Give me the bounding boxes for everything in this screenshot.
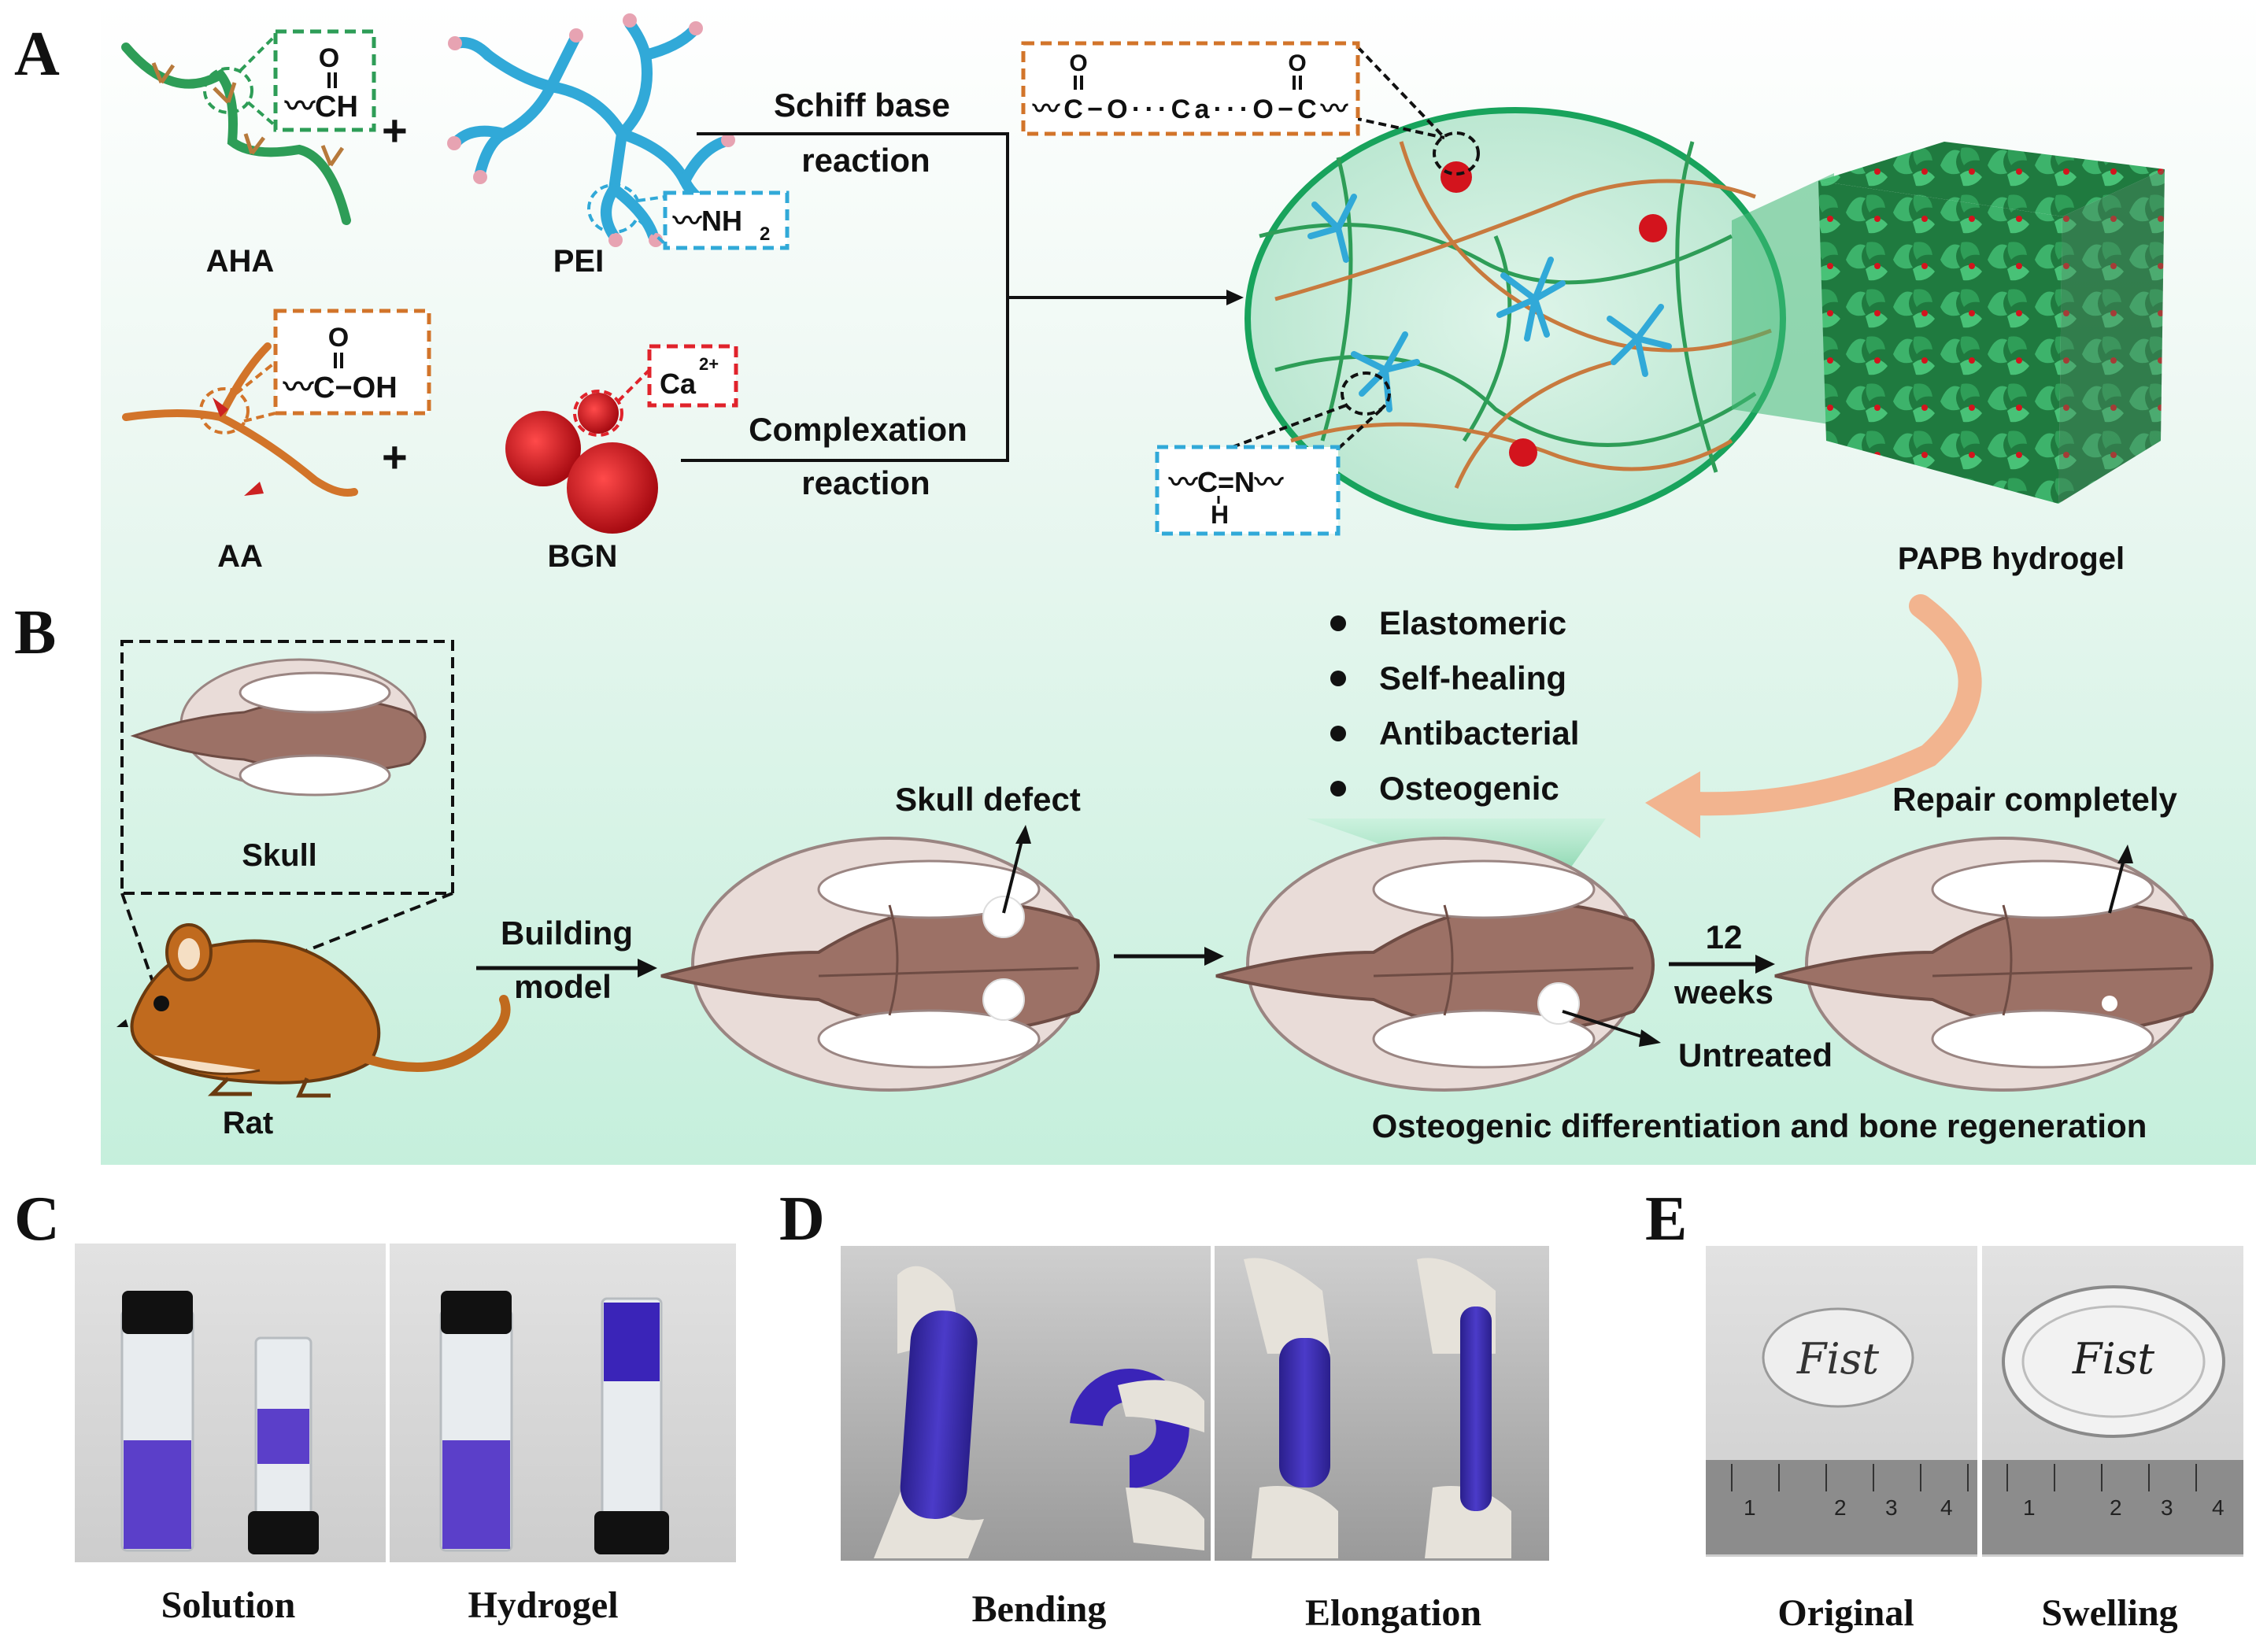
papb-hydrogel-cube bbox=[1818, 142, 2165, 504]
panel-d-letter: D bbox=[779, 1184, 825, 1254]
skull-inset bbox=[130, 658, 427, 796]
panel-c-letter: C bbox=[14, 1184, 60, 1254]
photo-hydrogel bbox=[390, 1244, 736, 1562]
ca-bridge-formula: 〰C−O···Ca···O−C〰 bbox=[1032, 94, 1348, 124]
property-elastomeric: Elastomeric bbox=[1379, 604, 1566, 641]
photo-elongation bbox=[1215, 1246, 1549, 1561]
skull-treated bbox=[1215, 837, 1655, 1092]
elongation-label: Elongation bbox=[1305, 1592, 1481, 1634]
property-self-healing: Self-healing bbox=[1379, 660, 1566, 697]
swelling-ruler-4: 4 bbox=[2212, 1495, 2225, 1520]
original-label: Original bbox=[1777, 1592, 1914, 1634]
swelling-written-word: Fist bbox=[2072, 1334, 2154, 1384]
bone-regeneration-caption: Osteogenic differentiation and bone rege… bbox=[1372, 1107, 2147, 1144]
papb-hydrogel-label: PAPB hydrogel bbox=[1898, 541, 2125, 576]
photo-solution bbox=[75, 1244, 386, 1562]
swelling-ruler-2: 2 bbox=[2110, 1495, 2122, 1520]
imine-formula: 〰C=N〰 bbox=[1168, 466, 1284, 498]
pei-amine-group: 〰NH bbox=[672, 205, 742, 237]
aha-aldehyde-o: O bbox=[319, 43, 339, 73]
complexation-label-line1: Complexation bbox=[749, 411, 967, 448]
bgn-label: BGN bbox=[548, 539, 618, 574]
untreated-label: Untreated bbox=[1678, 1037, 1833, 1074]
skull-inset-box bbox=[120, 640, 454, 895]
weeks-label-line1: 12 bbox=[1706, 918, 1743, 955]
bending-label: Bending bbox=[972, 1588, 1107, 1630]
aha-aldehyde-group: 〰CH bbox=[284, 91, 358, 124]
bridge-o-left: O bbox=[1069, 50, 1087, 76]
original-ruler-4: 4 bbox=[1940, 1495, 1953, 1520]
ca-bridge-box bbox=[1021, 41, 1360, 136]
weeks-label-line2: weeks bbox=[1674, 974, 1773, 1011]
plus-sign-top: + bbox=[382, 105, 408, 155]
next-step-arrow bbox=[1204, 947, 1224, 966]
building-arrow bbox=[638, 959, 657, 978]
repair-label: Repair completely bbox=[1892, 781, 2177, 818]
complexation-label-line2: reaction bbox=[801, 464, 930, 501]
bridge-o-right: O bbox=[1288, 50, 1306, 76]
curved-arrow-to-skull bbox=[1665, 594, 1982, 816]
solution-label: Solution bbox=[161, 1584, 296, 1626]
original-ruler-3: 3 bbox=[1885, 1495, 1898, 1520]
rat-illustration bbox=[116, 923, 511, 1098]
aha-label: AHA bbox=[206, 244, 275, 279]
weeks-arrow bbox=[1755, 955, 1775, 974]
imine-highlight bbox=[1341, 371, 1391, 416]
reaction-connector-lines bbox=[681, 132, 1244, 462]
schiff-base-label-line2: reaction bbox=[801, 142, 930, 179]
schiff-base-label-line1: Schiff base bbox=[774, 87, 950, 124]
aa-molecule: O 〰C−OH bbox=[122, 309, 431, 497]
bgn-particles: Ca 2+ bbox=[505, 344, 738, 534]
property-osteogenic: Osteogenic bbox=[1379, 770, 1559, 807]
property-list: Elastomeric Self-healing Antibacterial O… bbox=[1330, 604, 1579, 807]
original-ruler-2: 2 bbox=[1834, 1495, 1847, 1520]
pei-label: PEI bbox=[553, 244, 604, 279]
photo-original: Fist 1 2 3 4 bbox=[1706, 1246, 1977, 1557]
skull-label: Skull bbox=[242, 838, 317, 873]
swelling-ruler-3: 3 bbox=[2161, 1495, 2173, 1520]
building-label-line2: model bbox=[514, 968, 612, 1005]
hydrogel-photo-label: Hydrogel bbox=[468, 1584, 618, 1626]
aha-molecule: O 〰CH bbox=[121, 29, 376, 225]
bgn-calcium-charge: 2+ bbox=[699, 354, 719, 374]
photo-bending bbox=[841, 1246, 1211, 1561]
skull-defect-label: Skull defect bbox=[895, 781, 1081, 818]
skull-with-defects bbox=[660, 837, 1100, 1092]
bgn-calcium: Ca bbox=[660, 368, 697, 400]
panel-b-letter: B bbox=[14, 598, 56, 667]
zoom-beam bbox=[1732, 173, 1834, 425]
plus-sign-bottom: + bbox=[382, 432, 408, 482]
rat-label: Rat bbox=[223, 1106, 273, 1140]
property-antibacterial: Antibacterial bbox=[1379, 715, 1579, 752]
original-ruler-1: 1 bbox=[1744, 1495, 1756, 1520]
panel-e-letter: E bbox=[1645, 1184, 1687, 1254]
photo-swelling: Fist 1 2 3 4 bbox=[1982, 1246, 2243, 1557]
aa-label: AA bbox=[217, 539, 263, 574]
ca-bridge-highlight bbox=[1433, 131, 1480, 176]
panel-a-letter: A bbox=[14, 20, 60, 89]
imine-hydrogen: H bbox=[1211, 501, 1229, 529]
imine-box bbox=[1155, 445, 1341, 536]
building-label-line1: Building bbox=[501, 915, 633, 952]
original-written-word: Fist bbox=[1796, 1334, 1879, 1384]
swelling-ruler-1: 1 bbox=[2023, 1495, 2036, 1520]
aa-carboxyl-group: 〰C−OH bbox=[283, 371, 398, 405]
aa-carboxyl-o: O bbox=[328, 323, 349, 353]
pei-amine-subscript: 2 bbox=[760, 224, 770, 245]
skull-repaired bbox=[1774, 837, 2213, 1092]
swelling-label: Swelling bbox=[2041, 1592, 2177, 1634]
